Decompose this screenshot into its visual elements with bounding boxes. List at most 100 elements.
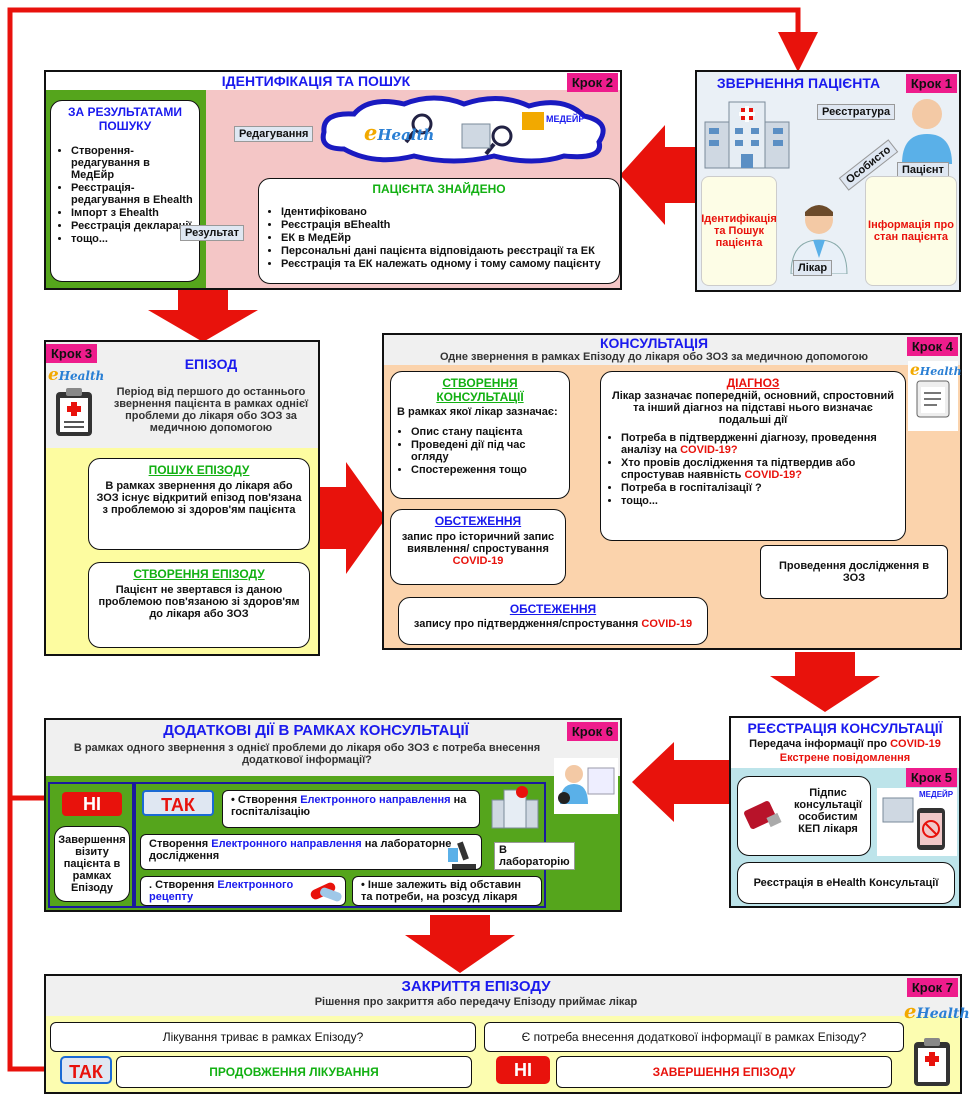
identify-box: Ідентифікація та Пошук пацієнта xyxy=(701,176,777,286)
other-box: • Інше залежить від обставин та потреби,… xyxy=(352,876,542,906)
step3-ehealth-logo: eHealth xyxy=(48,364,105,384)
step3-badge: Крок 3 xyxy=(46,344,98,363)
step5-subtitle: Передача інформації про COVID-19 xyxy=(749,738,941,750)
big-arrow-step6-to-step7 xyxy=(405,915,515,973)
step7-badge: Крок 7 xyxy=(906,978,958,997)
step5-icon-box: МЕДЕЙР xyxy=(877,788,957,856)
patient-icon xyxy=(902,99,952,164)
step7-no-button: НІ xyxy=(496,1056,550,1084)
results-list: Створення-редагування в МедЕйр Реєстраці… xyxy=(57,145,193,245)
hospital-icon xyxy=(491,786,539,829)
step7-title: ЗАКРИТТЯ ЕПІЗОДУ xyxy=(401,978,551,995)
step3-title: ЕПІЗОД xyxy=(184,356,238,372)
continue-text: ПРОДОВЖЕННЯ ЛІКУВАННЯ xyxy=(209,1065,379,1079)
diagnosis-title: ДІАГНОЗ xyxy=(726,376,780,390)
microscope-icon xyxy=(448,841,476,869)
results-title: ЗА РЕЗУЛЬТАТАМИ ПОШУКУ xyxy=(68,105,182,133)
step6-icon-box xyxy=(554,758,618,814)
step5-medair-label: МЕДЕЙР xyxy=(919,790,954,799)
usb-key-icon xyxy=(744,801,782,829)
exam1-box: ОБСТЕЖЕННЯ запис про історичний запис ви… xyxy=(390,509,566,585)
medair-label: МЕДЕЙР xyxy=(546,114,585,124)
sign-box: Підпис консультації особистим КЕП лікаря xyxy=(737,776,871,856)
doctor-label: Лікар xyxy=(793,260,833,276)
step2-badge: Крок 2 xyxy=(566,73,618,92)
question2-box: Є потреба внесення додаткової інформації… xyxy=(484,1022,904,1052)
other-text: • Інше залежить від обставин та потреби,… xyxy=(361,879,522,903)
step4-panel: КОНСУЛЬТАЦІЯ Одне звернення в рамках Епі… xyxy=(382,333,962,650)
ehealth-cloud xyxy=(320,95,606,164)
prescription-box: . Створення Електронного рецепту xyxy=(140,876,346,906)
step7-ehealth-logo: eHealth xyxy=(904,1000,970,1023)
question2-text: Є потреба внесення додаткової інформації… xyxy=(521,1030,867,1044)
exam2-box: ОБСТЕЖЕННЯ запису про підтвердження/спро… xyxy=(398,597,708,645)
info-box: Інформація про стан пацієнта xyxy=(865,176,957,286)
results-item: Створення-редагування в МедЕйр xyxy=(71,145,193,181)
big-arrow-step5-to-step6 xyxy=(632,742,732,822)
results-item: Реєстрація-редагування в Ehealth xyxy=(71,182,193,206)
step6-yes-button: ТАК xyxy=(142,790,214,816)
question1-text: Лікування триває в рамках Епізоду? xyxy=(162,1030,364,1044)
register-box: Реєстрація в eHealth Консультації xyxy=(737,862,955,904)
create-episode-title: СТВОРЕННЯ ЕПІЗОДУ xyxy=(133,567,265,581)
step4-logo-box: eHealth xyxy=(908,361,962,431)
pills-icon xyxy=(310,882,342,902)
step4-title: КОНСУЛЬТАЦІЯ xyxy=(599,335,709,351)
step3-desc: Період від першого до останнього звернен… xyxy=(113,386,309,434)
referral-hospital-box: • Створення Електронного направлення на … xyxy=(222,790,480,828)
big-arrow-step3-to-step4 xyxy=(316,462,386,574)
diagnosis-box: ДІАГНОЗ Лікар зазначає попередній, основ… xyxy=(600,371,906,541)
found-item: Реєстрація та ЕК належать одному і тому … xyxy=(281,258,611,270)
ehealth-logo: eHealth xyxy=(364,120,435,145)
step6-no-column: НІ Завершення візиту пацієнта в рамках Е… xyxy=(48,782,134,908)
finish-visit-box: Завершення візиту пацієнта в рамках Епіз… xyxy=(54,826,130,902)
found-item: Ідентифіковано xyxy=(281,206,611,218)
diagnosis-list: Потреба в підтвердженні діагнозу, провед… xyxy=(607,432,899,507)
step4-badge: Крок 4 xyxy=(906,337,958,356)
create-consult-title: СТВОРЕННЯ КОНСУЛЬТАЦІЇ xyxy=(436,376,524,404)
doctor-ehealth-icon xyxy=(558,765,615,804)
step5-header-bg xyxy=(731,718,959,768)
step5-urgent: Екстрене повідомлення xyxy=(779,752,911,764)
results-item: тощо... xyxy=(71,233,193,245)
step4-header-bg xyxy=(384,335,960,365)
step4-subtitle: Одне звернення в рамках Епізоду до лікар… xyxy=(439,351,869,363)
edit-label: Редагування xyxy=(234,126,314,142)
referral-lab-text: Створення Електронного направлення на ла… xyxy=(149,838,452,862)
step6-title: ДОДАТКОВІ ДІЇ В РАМКАХ КОНСУЛЬТАЦІЇ xyxy=(163,722,469,739)
research-text: Проведення дослідження в ЗОЗ xyxy=(779,560,929,584)
exam2-title: ОБСТЕЖЕННЯ xyxy=(509,602,597,616)
results-item: Реєстрація декларації xyxy=(71,220,193,232)
results-item: Імпорт з Ehealth xyxy=(71,207,193,219)
sign-text: Підпис консультації особистим КЕП лікаря xyxy=(793,787,862,835)
research-box: Проведення дослідження в ЗОЗ xyxy=(760,545,948,599)
big-arrow-step4-to-step5 xyxy=(770,652,880,712)
results-box: ЗА РЕЗУЛЬТАТАМИ ПОШУКУ Створення-редагув… xyxy=(50,100,200,282)
continue-box: ПРОДОВЖЕННЯ ЛІКУВАННЯ xyxy=(116,1056,472,1088)
step1-badge: Крок 1 xyxy=(905,74,957,93)
diagnosis-intro: Лікар зазначає попередній, основний, спр… xyxy=(611,390,895,426)
question1-box: Лікування триває в рамках Епізоду? xyxy=(50,1022,476,1052)
create-episode-box: СТВОРЕННЯ ЕПІЗОДУ Пацієнт не звертався і… xyxy=(88,562,310,648)
create-consult-intro: В рамках якої лікар зазначає: xyxy=(397,406,558,418)
step6-yes-column: ТАК • Створення Електронного направлення… xyxy=(134,782,575,908)
step7-yes-button: ТАК xyxy=(60,1056,112,1084)
step2-title: ІДЕНТИФІКАЦІЯ ТА ПОШУК xyxy=(221,73,411,89)
create-episode-text: Пацієнт не звертався із даною проблемою … xyxy=(98,584,300,620)
finish-episode-text: ЗАВЕРШЕННЯ ЕПІЗОДУ xyxy=(652,1065,796,1079)
step6-badge: Крок 6 xyxy=(566,722,618,741)
lab-label: В лабораторію xyxy=(494,842,575,870)
exam2-text: запису про підтвердження/спростування CO… xyxy=(413,618,693,630)
step6-header-bg xyxy=(46,720,620,776)
step5-title: РЕЄСТРАЦІЯ КОНСУЛЬТАЦІЇ xyxy=(747,720,943,736)
found-box: ПАЦІЄНТА ЗНАЙДЕНО Ідентифіковано Реєстра… xyxy=(258,178,620,284)
step5-panel: РЕЄСТРАЦІЯ КОНСУЛЬТАЦІЇ Передача інформа… xyxy=(729,716,961,908)
step5-badge: Крок 5 xyxy=(905,768,957,787)
search-episode-box: ПОШУК ЕПІЗОДУ В рамках звернення до ліка… xyxy=(88,458,310,550)
prescription-text: . Створення Електронного рецепту xyxy=(149,879,294,903)
register-text: Реєстрація в eHealth Консультації xyxy=(753,877,939,889)
patient-label: Пацієнт xyxy=(897,162,949,178)
found-item: Персональні дані пацієнта відповідають р… xyxy=(281,245,611,257)
search-episode-title: ПОШУК ЕПІЗОДУ xyxy=(148,463,250,477)
finish-visit-text: Завершення візиту пацієнта в рамках Епіз… xyxy=(58,834,126,894)
